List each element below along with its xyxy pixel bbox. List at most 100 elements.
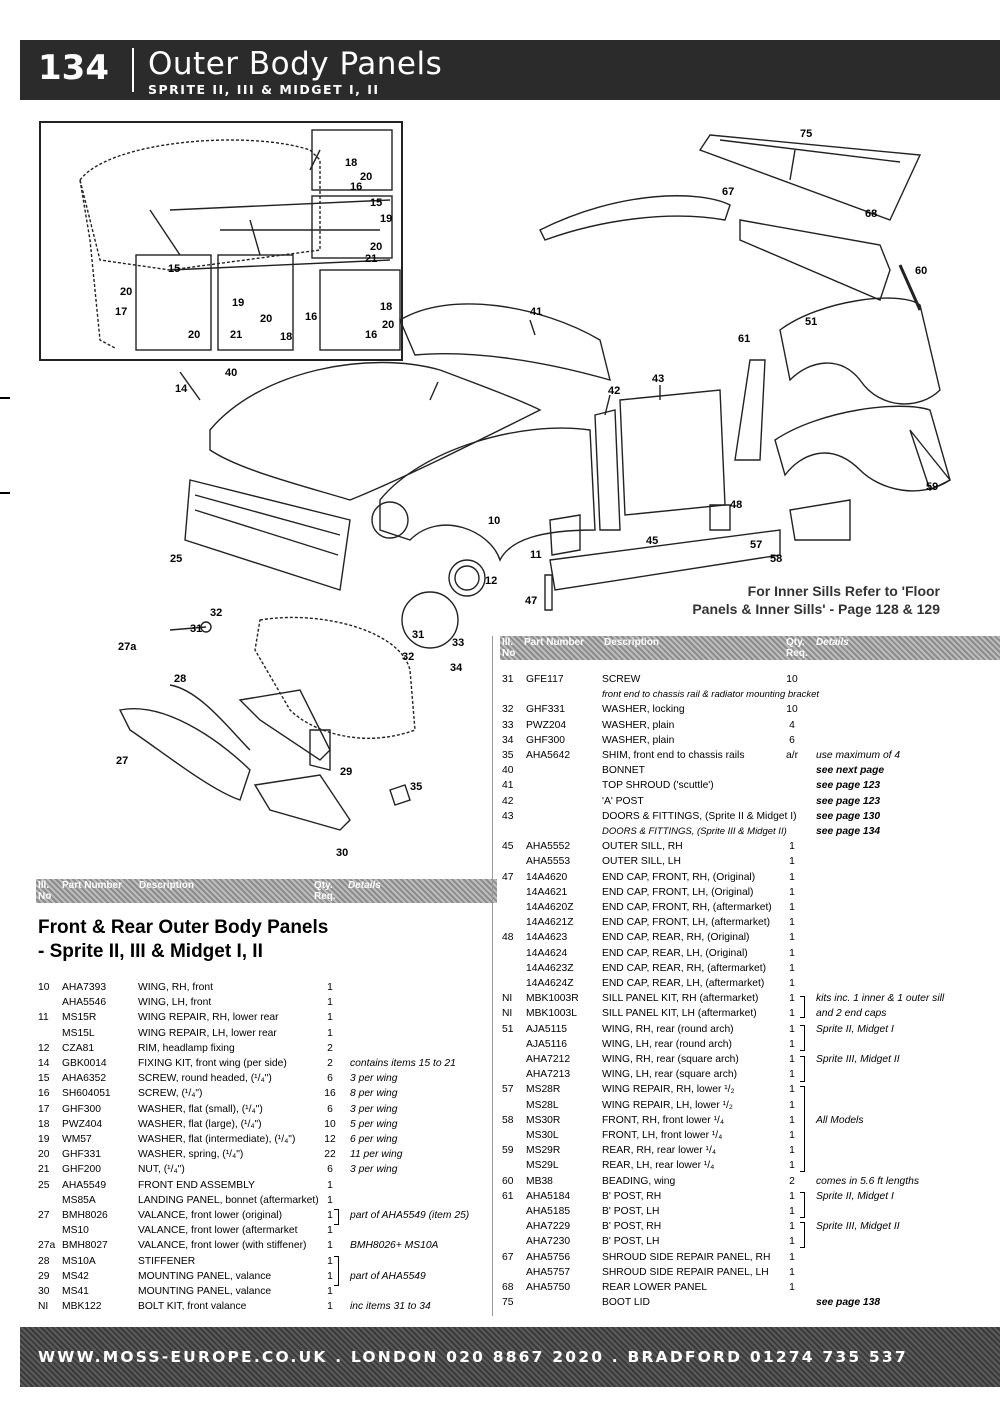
description-cell: VALANCE, front lower (aftermarket [138, 1225, 298, 1237]
qty-cell: 10 [786, 674, 798, 685]
details-cell: 6 per wing [350, 1134, 398, 1145]
details-cell: see page 123 [816, 780, 881, 792]
ill-no-cell: 14 [38, 1058, 50, 1069]
details-cell: and 2 end caps [816, 1008, 887, 1020]
inset-wing-outline [79, 139, 321, 271]
part-number-cell: AHA5546 [62, 997, 107, 1009]
description-cell: 'A' POST [602, 795, 644, 807]
details-cell: see page 123 [816, 795, 881, 807]
top-shroud [399, 303, 611, 382]
group-bracket [334, 1209, 339, 1225]
svg-text:33: 33 [452, 637, 464, 649]
qty-cell: 1 [327, 1225, 333, 1237]
ill-no-cell: 75 [502, 1297, 514, 1309]
details-cell: 11 per wing [350, 1149, 403, 1161]
svg-text:45: 45 [646, 535, 658, 547]
qty-cell: 1 [327, 1179, 333, 1191]
description-cell: STIFFENER [138, 1255, 196, 1267]
description-cell: REAR LOWER PANEL [602, 1282, 708, 1293]
description-cell: front end to chassis rail & radiator mou… [602, 689, 820, 701]
description-cell: WASHER, flat (intermediate), (¹/₄") [138, 1134, 296, 1145]
details-cell: see page 134 [816, 826, 881, 837]
qty-cell: 1 [789, 1023, 795, 1035]
qty-cell: 1 [327, 1301, 333, 1313]
qty-cell: 1 [789, 1099, 795, 1111]
ill-no-cell: 67 [502, 1251, 514, 1263]
qty-cell: 6 [327, 1103, 333, 1115]
svg-text:32: 32 [402, 651, 414, 663]
table-row: front end to chassis rail & radiator mou… [502, 687, 997, 702]
ill-no-cell: 17 [38, 1103, 50, 1115]
shroud-panel [539, 195, 731, 241]
description-cell: FRONT, RH, front lower ¹/₄ [602, 1114, 725, 1126]
ill-no-cell: 18 [38, 1118, 50, 1130]
group-bracket [800, 1222, 805, 1248]
description-cell: REAR, LH, rear lower ¹/₄ [602, 1160, 715, 1172]
part-number-cell: MS30R [526, 1114, 561, 1126]
part-number-cell: 14A4620 [526, 871, 568, 883]
details-cell: part of AHA5549 (item 25) [350, 1210, 470, 1221]
ill-no-cell: 58 [502, 1114, 514, 1126]
svg-text:20: 20 [260, 313, 272, 325]
page-footer: WWW.MOSS-EUROPE.CO.UK . LONDON 020 8867 … [20, 1327, 1000, 1387]
group-bracket [800, 1025, 805, 1051]
part-number-cell: AHA5756 [526, 1251, 571, 1263]
description-cell: BONNET [602, 765, 645, 777]
group-bracket [800, 1192, 805, 1218]
bonnet [209, 361, 542, 501]
qty-cell: 1 [327, 1194, 333, 1206]
part-number-cell: GHF331 [526, 704, 565, 716]
ill-no-cell: 15 [38, 1073, 50, 1085]
qty-cell: 16 [324, 1088, 336, 1100]
description-cell: WING, LH, rear (round arch) [602, 1038, 732, 1050]
footer-contact: WWW.MOSS-EUROPE.CO.UK . LONDON 020 8867 … [38, 1348, 908, 1366]
qty-cell: 1 [789, 1206, 795, 1217]
ill-no-cell: 30 [38, 1286, 50, 1297]
svg-text:57: 57 [750, 539, 762, 551]
description-cell: SCREW, (¹/₄") [138, 1088, 203, 1100]
details-cell: see page 138 [816, 1297, 881, 1309]
qty-cell: 1 [789, 917, 795, 929]
margin-mark [0, 492, 10, 494]
part-number-cell: AHA5757 [526, 1266, 571, 1278]
details-cell: 5 per wing [350, 1118, 398, 1130]
front-wing [379, 427, 596, 562]
svg-text:43: 43 [652, 373, 664, 385]
qty-cell: 1 [789, 1114, 795, 1126]
part-number-cell: MBK1003L [526, 1008, 577, 1020]
part-number-cell: AHA7229 [526, 1221, 571, 1233]
part-number-cell: AHA5642 [526, 750, 571, 761]
svg-text:28: 28 [174, 673, 186, 685]
outer-sill [549, 529, 781, 591]
fixing-detail-circle [401, 591, 459, 649]
details-cell: 3 per wing [350, 1073, 398, 1085]
group-bracket [800, 996, 805, 1018]
svg-text:61: 61 [738, 333, 750, 345]
svg-text:20: 20 [188, 329, 200, 341]
description-cell: SHROUD SIDE REPAIR PANEL, RH [602, 1251, 771, 1263]
part-number-cell: AHA7212 [526, 1054, 571, 1065]
svg-text:18: 18 [380, 301, 392, 313]
part-number-cell: AJA5116 [526, 1038, 568, 1050]
description-cell: NUT, (¹/₄") [138, 1164, 185, 1176]
qty-cell: 1 [789, 1236, 795, 1248]
ill-no-cell: 29 [38, 1270, 50, 1282]
svg-text:31: 31 [190, 623, 202, 635]
svg-text:10: 10 [488, 515, 500, 527]
description-cell: VALANCE, front lower (original) [138, 1210, 283, 1221]
